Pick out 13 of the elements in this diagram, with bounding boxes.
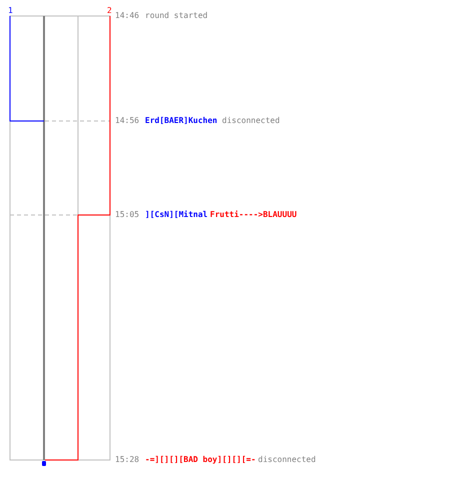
event-text: disconnected (222, 116, 280, 126)
time-label: 15:05 (115, 210, 140, 220)
event-text: disconnected (258, 455, 316, 465)
time-label: 14:56 (115, 116, 140, 126)
event-text: round started (145, 11, 208, 21)
track-number: 1 (8, 6, 13, 16)
time-label: 14:46 (115, 11, 140, 21)
time-label: 15:28 (115, 455, 140, 465)
player-name: Erd[BAER]Kuchen (145, 116, 218, 126)
player-name: -=][][][BAD boy][][][=- (145, 455, 256, 465)
player-name: Frutti---->BLAUUUU (210, 210, 297, 220)
player-name: ][CsN][Mitnal (145, 210, 208, 220)
track-number: 2 (107, 6, 112, 16)
